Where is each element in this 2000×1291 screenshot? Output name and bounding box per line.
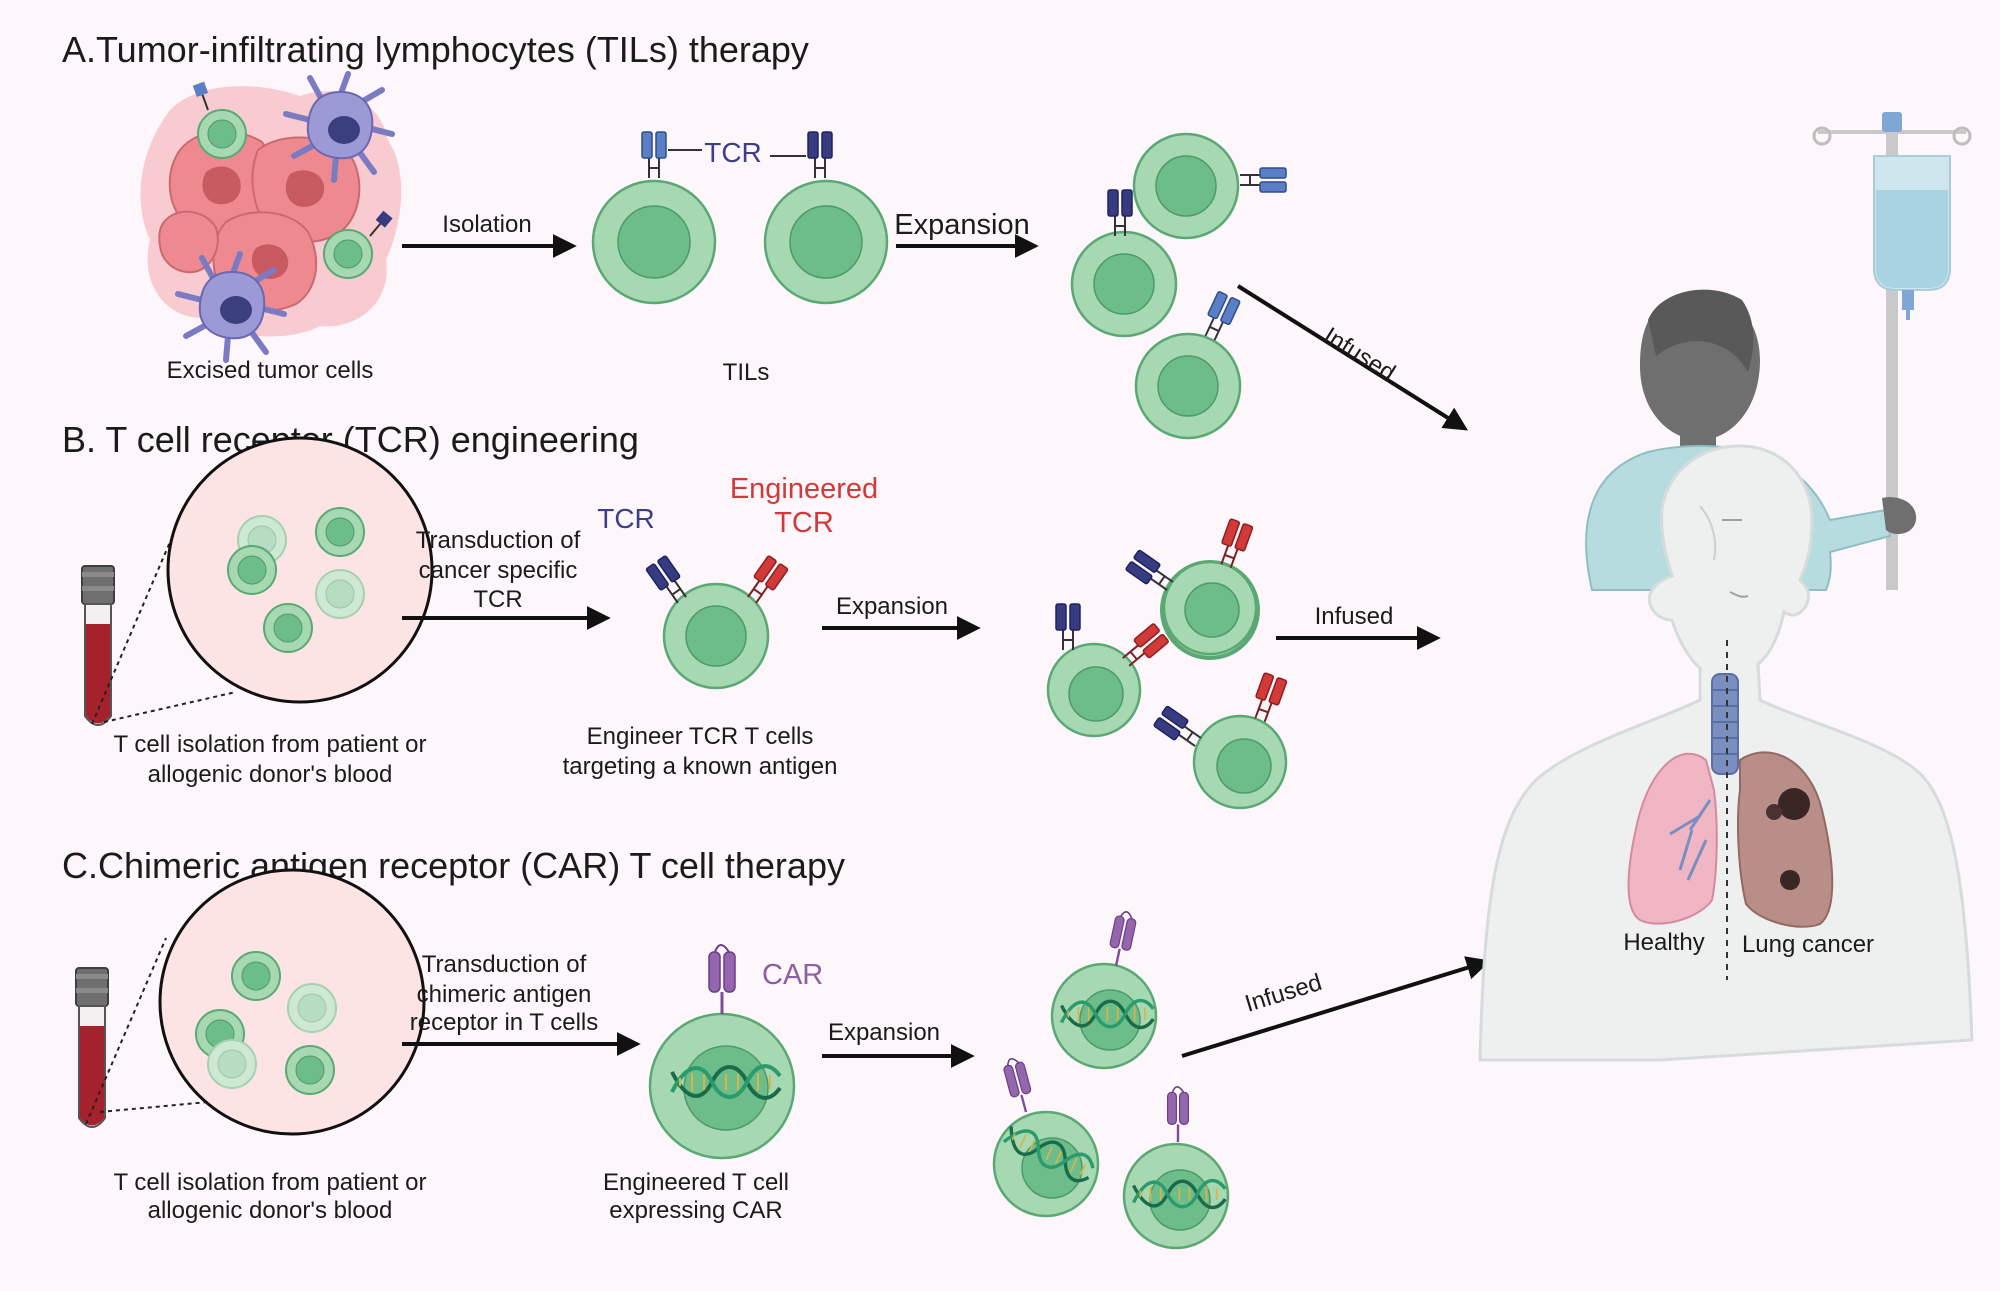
section-c-title: C.Chimeric antigen receptor (CAR) T cell… — [62, 845, 845, 886]
tils-label: TILs — [723, 359, 770, 386]
infused-label-b: Infused — [1315, 603, 1394, 630]
engineer-line2-b: targeting a known antigen — [563, 753, 838, 780]
engineered-tcr-line1: Engineered — [730, 473, 878, 505]
section-a-title: A.Tumor-infiltrating lymphocytes (TILs) … — [62, 29, 809, 70]
engineered-tcr-cell — [644, 554, 790, 690]
infused-label-c: Infused — [1242, 969, 1325, 1018]
expanded-cell-a1 — [1132, 132, 1287, 240]
transduction-line3-c: receptor in T cells — [410, 1009, 599, 1036]
expansion-label-b: Expansion — [836, 593, 948, 620]
isolation-line1-c: T cell isolation from patient or — [113, 1169, 426, 1196]
patient-illustration: Healthy Lung cancer — [1478, 112, 1974, 1062]
tcr-label-b: TCR — [597, 503, 655, 534]
engineered-line1-c: Engineered T cell — [603, 1169, 789, 1196]
healthy-label: Healthy — [1623, 929, 1704, 956]
transduction-line1-b: Transduction of — [416, 527, 581, 554]
transduction-line2-c: chimeric antigen — [417, 981, 592, 1008]
blood-tube-icon-b — [81, 565, 115, 726]
expanded-cell-b3 — [1152, 671, 1289, 810]
lung-cancer-label: Lung cancer — [1742, 931, 1874, 958]
healthy-lung-icon — [1627, 752, 1718, 925]
engineered-tcr-line2: TCR — [774, 507, 834, 539]
expanded-cell-c3 — [1122, 1085, 1230, 1250]
isolation-label: Isolation — [442, 211, 531, 238]
cancer-lung-icon — [1737, 751, 1834, 928]
expanded-cell-b1-main — [1124, 517, 1258, 656]
isolation-line2-b: allogenic donor's blood — [148, 761, 393, 788]
engineer-line1-b: Engineer TCR T cells — [587, 723, 814, 750]
isolation-line2-c: allogenic donor's blood — [148, 1197, 393, 1224]
transduction-line2-b: cancer specific — [419, 557, 578, 584]
engineered-car-cell — [648, 943, 796, 1160]
expansion-label-c: Expansion — [828, 1019, 940, 1046]
transduction-line1-c: Transduction of — [422, 951, 587, 978]
til-cell-2 — [763, 131, 889, 305]
til-cell-1 — [591, 131, 717, 305]
car-label: CAR — [762, 959, 823, 991]
patient-body-icon — [1478, 444, 1974, 1062]
blood-tube-icon-c — [75, 967, 109, 1128]
expanded-cell-c2 — [992, 1054, 1100, 1218]
infused-arrow-a — [1236, 284, 1469, 431]
tcr-label-a: TCR — [704, 137, 762, 168]
tumor-cells-label: Excised tumor cells — [167, 357, 374, 384]
transduction-line3-b: TCR — [473, 586, 522, 613]
section-c: C.Chimeric antigen receptor (CAR) T cell… — [62, 845, 1491, 1250]
infused-arrow-c — [1181, 956, 1491, 1058]
blood-sample-zoom-c — [158, 868, 426, 1136]
expanded-cell-c1 — [1050, 908, 1158, 1070]
section-b: B. T cell receptor (TCR) engineering T c… — [62, 419, 1441, 810]
expansion-label-a: Expansion — [894, 209, 1029, 241]
infused-label-a: Infused — [1319, 322, 1400, 387]
section-a: A.Tumor-infiltrating lymphocytes (TILs) … — [62, 29, 1469, 440]
tumor-cluster-icon — [140, 74, 402, 360]
blood-sample-zoom-b — [166, 436, 434, 704]
isolation-line1-b: T cell isolation from patient or — [113, 731, 426, 758]
expanded-cell-b2 — [1046, 603, 1170, 738]
engineered-line2-c: expressing CAR — [609, 1197, 782, 1224]
